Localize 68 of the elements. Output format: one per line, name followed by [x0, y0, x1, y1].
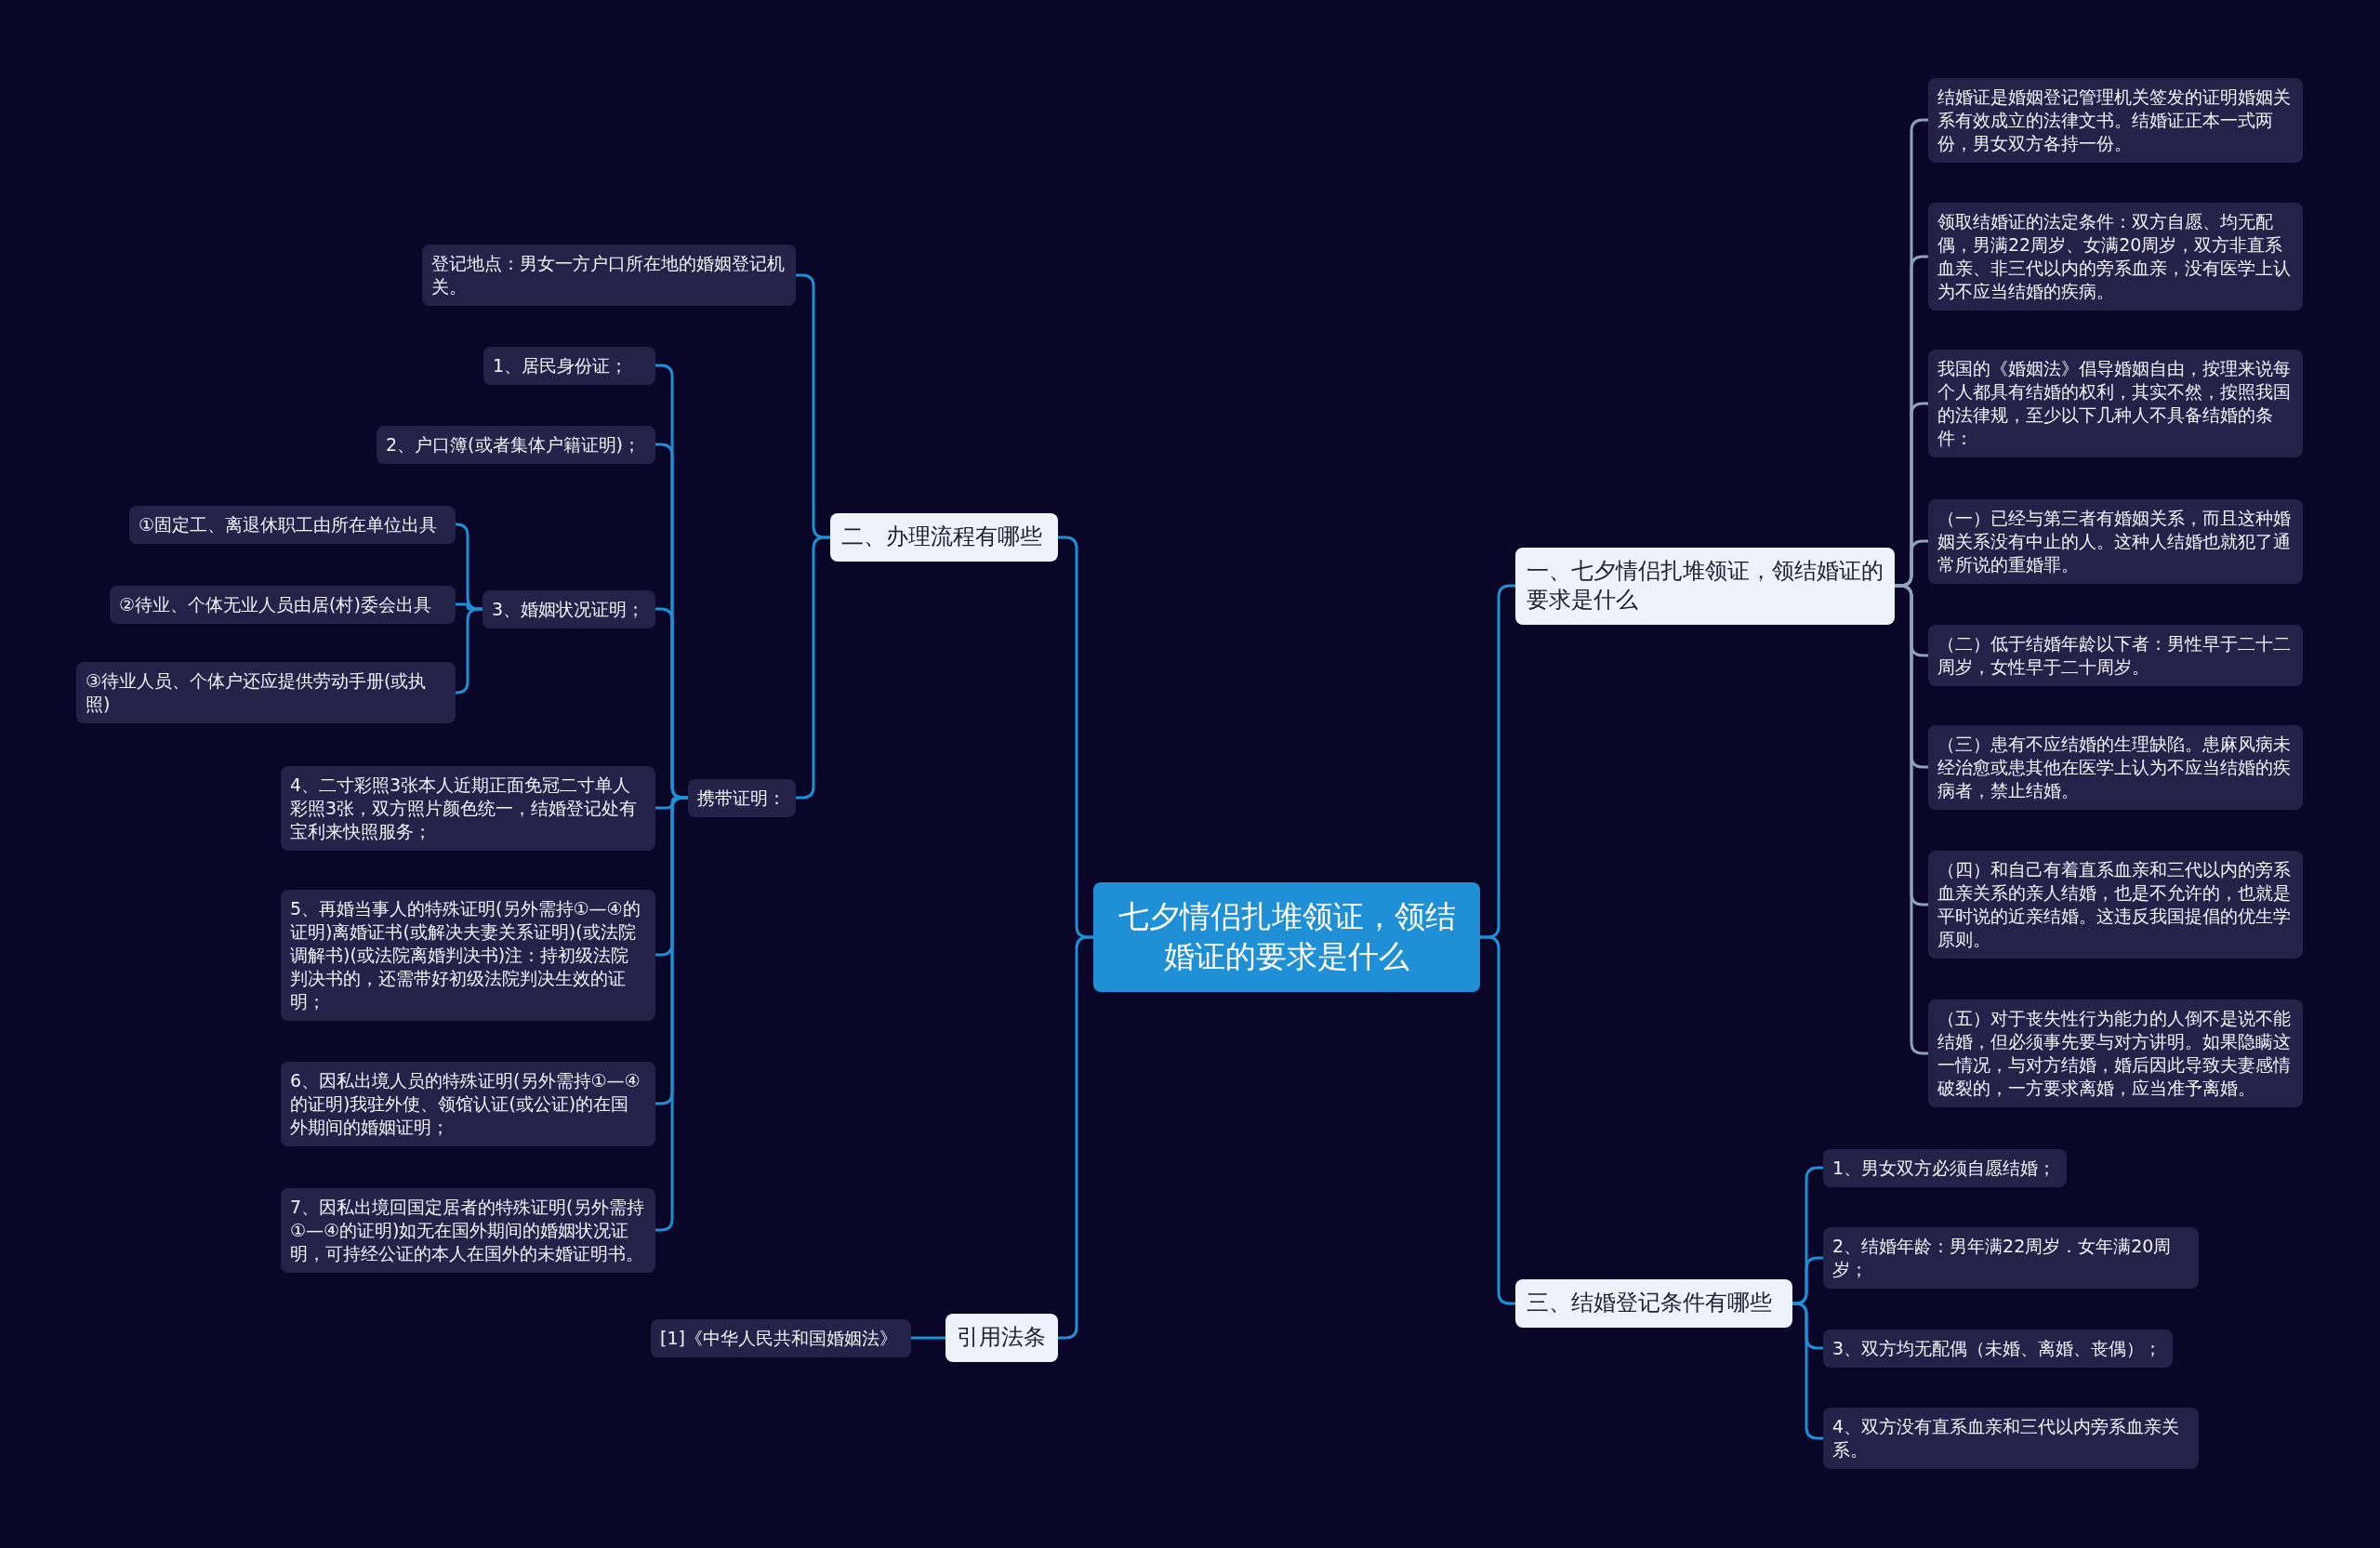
- topic-text: 一、七夕情侣扎堆领证，领结婚证的要求是什么: [1527, 556, 1884, 615]
- subtopic-box: [651, 1318, 911, 1357]
- subtopic-box: [1823, 1408, 2199, 1470]
- subtopic-box: [1928, 625, 2303, 687]
- topic-text: ①固定工、离退休职工由所在单位出具: [139, 512, 439, 536]
- subtopic-box: [76, 662, 456, 724]
- branch-topic-box: [1515, 1279, 1792, 1328]
- connector-line: [1792, 1256, 1823, 1305]
- central-topic-box: [1093, 882, 1480, 992]
- topic-text: 结婚证是婚姻登记管理机关签发的证明婚姻关系有效成立的法律文书。结婚证正本一式两份，男女双方各持一份。: [1937, 85, 2292, 155]
- topic-text: 七夕情侣扎堆领证，领结婚证的要求是什么: [1117, 897, 1457, 976]
- topic-text: （五）对于丧失性行为能力的人倒不是说不能结婚，但必须事先要与对方讲明。如果隐瞒这一情况，与对方结婚，婚后因此导致夫妻感情破裂的，一方要求离婚，应当准予离婚。: [1937, 1007, 2292, 1101]
- subtopic-box: [483, 346, 655, 385]
- connector-line: [796, 536, 830, 800]
- topic-text: 携带证明：: [697, 786, 787, 810]
- topic-text: 三、结婚登记条件有哪些: [1527, 1289, 1773, 1317]
- subtopic-box: [1823, 1148, 2067, 1187]
- connector-line: [1480, 935, 1515, 1305]
- topic-text: 二、办理流程有哪些: [841, 523, 1043, 551]
- subtopic-box: [281, 765, 655, 851]
- subtopic-box: [688, 778, 796, 817]
- topic-text: 1、男女双方必须自愿结婚；: [1832, 1156, 2057, 1180]
- connector-line: [1792, 1302, 1823, 1440]
- topic-text: （四）和自己有着直系血亲和三代以内的旁系血亲关系的亲人结婚，也是不允许的，也就是平时说的近亲结婚。这违反我国提倡的优生学原则。: [1937, 858, 2292, 952]
- subtopic-box: [129, 505, 456, 544]
- topic-text: （二）低于结婚年龄以下者：男性早于二十二周岁，女性早于二十周岁。: [1937, 632, 2292, 680]
- topic-text: （一）已经与第三者有婚姻关系，而且这种婚姻关系没有中止的人。这种人结婚也就犯了通常所说的重婚罪。: [1937, 506, 2292, 576]
- subtopic-box: [377, 425, 655, 464]
- topic-text: 引用法条: [957, 1323, 1047, 1352]
- subtopic-box: [1928, 350, 2303, 458]
- topic-text: 5、再婚当事人的特殊证明(另外需持①—④的证明)离婚证书(或解决夫妻关系证明)(或法院调解书)(或法院离婚判决书)注：持初级法院判决书的，还需带好初级法院判决生效的证明；: [290, 896, 641, 1013]
- subtopic-box: [1928, 724, 2303, 810]
- topic-text: 2、结婚年龄：男年满22周岁．女年满20周岁；: [1832, 1235, 2173, 1282]
- topic-text: 4、二寸彩照3张本人近期正面免冠二寸单人彩照3张，双方照片颜色统一，结婚登记处有宝利来快照服务；: [290, 773, 639, 843]
- subtopic-box: [483, 589, 655, 628]
- topic-text: ③待业人员、个体户还应提供劳动手册(或执照): [86, 669, 428, 717]
- subtopic-box: [1823, 1329, 2173, 1368]
- subtopic-box: [1928, 999, 2303, 1108]
- connector-line: [1058, 935, 1093, 1340]
- topic-text: （三）患有不应结婚的生理缺陷。患麻风病未经治愈或患其他在医学上认为不应当结婚的疾病者，禁止结婚。: [1937, 732, 2292, 802]
- subtopic-box: [1823, 1227, 2199, 1290]
- subtopic-box: [281, 1061, 655, 1146]
- subtopic-box: [281, 1187, 655, 1273]
- connector-line: [455, 607, 483, 695]
- branch-topic-box: [945, 1314, 1058, 1362]
- topic-text: 2、户口簿(或者集体户籍证明)；: [386, 432, 641, 456]
- topic-text: [1]《中华人民共和国婚姻法》: [660, 1326, 898, 1350]
- subtopic-box: [1928, 498, 2303, 584]
- topic-text: 我国的《婚姻法》倡导婚姻自由，按理来说每个人都具有结婚的权利，其实不然，按照我国的法律规，至少以下几种人不具备结婚的条件：: [1937, 357, 2292, 451]
- topic-text: 3、双方均无配偶（未婚、离婚、丧偶）；: [1832, 1336, 2163, 1360]
- subtopic-box: [1928, 851, 2303, 959]
- topic-text: 7、因私出境回国定居者的特殊证明(另外需持①—④的证明)如无在国外期间的婚姻状况证明，可持经公证的本人在国外的未婚证明书。: [290, 1195, 645, 1265]
- topic-text: 6、因私出境人员的特殊证明(另外需持①—④的证明)我驻外使、领馆认证(或公证)的在国外期间的婚姻证明；: [290, 1068, 641, 1139]
- subtopic-box: [110, 585, 456, 624]
- subtopic-box: [1928, 77, 2303, 163]
- subtopic-box: [1928, 203, 2303, 311]
- branch-topic-box: [830, 513, 1058, 562]
- topic-text: 3、婚姻状况证明；: [492, 597, 646, 621]
- topic-text: ②待业、个体无业人员由居(村)委会出具: [119, 592, 432, 616]
- branch-topic-box: [1515, 547, 1895, 625]
- subtopic-box: [422, 245, 796, 307]
- topic-text: 领取结婚证的法定条件：双方自愿、均无配偶，男满22周岁、女满20周岁，双方非直系血亲、非三代以内的旁系血亲，没有医学上认为不应当结婚的疾病。: [1937, 210, 2292, 304]
- connector-line: [911, 1336, 945, 1340]
- connector-line: [655, 796, 688, 1232]
- topic-text: 1、居民身份证；: [493, 353, 629, 377]
- subtopic-box: [281, 889, 655, 1021]
- topic-text: 4、双方没有直系血亲和三代以内旁系血亲关系。: [1832, 1415, 2181, 1462]
- topic-text: 登记地点：男女一方户口所在地的婚姻登记机关。: [431, 252, 786, 299]
